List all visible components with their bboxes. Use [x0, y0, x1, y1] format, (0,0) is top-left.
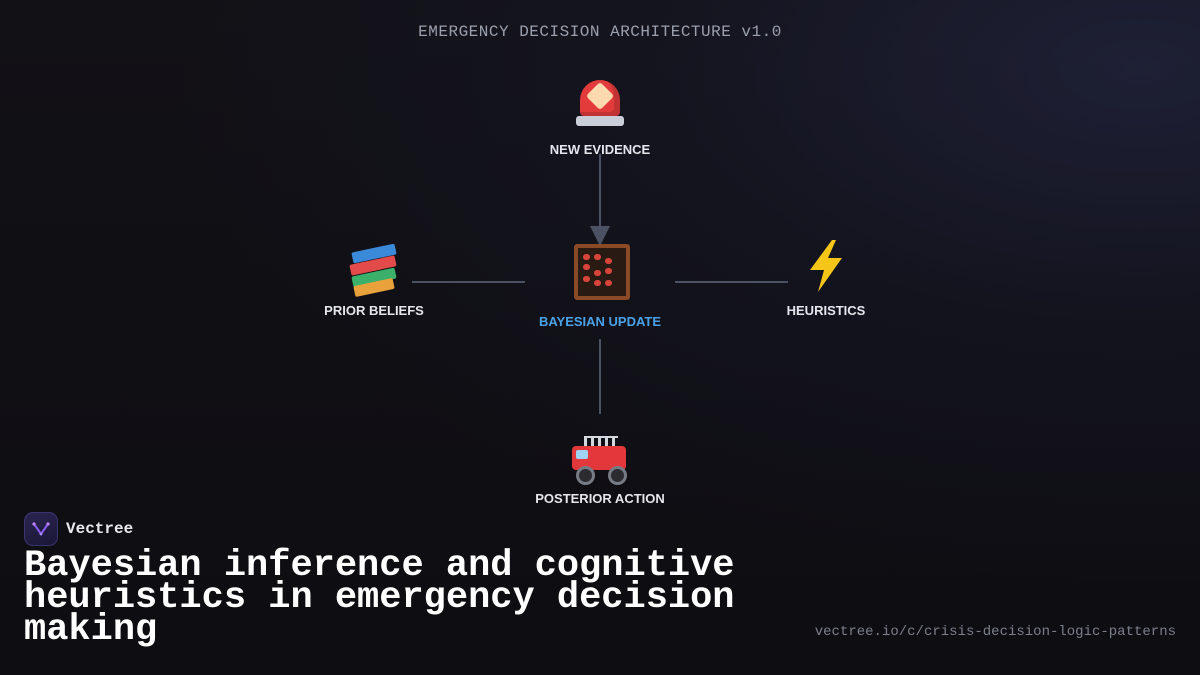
lightning-bolt-icon — [798, 238, 854, 294]
page-title: Bayesian inference and cognitive heurist… — [24, 545, 735, 651]
node-prior-beliefs: PRIOR BELIEFS — [294, 238, 454, 318]
node-label-heuristics: HEURISTICS — [786, 303, 866, 318]
books-icon — [346, 238, 402, 298]
connector-update-to-action — [599, 339, 601, 414]
brand-name: Vectree — [66, 520, 134, 538]
police-siren-icon — [572, 76, 628, 132]
connector-prior-to-update — [412, 281, 525, 283]
node-bayesian-update: BAYESIAN UPDATE — [520, 242, 680, 329]
node-heuristics: HEURISTICS — [746, 238, 906, 318]
arrowhead-down — [590, 226, 610, 246]
fire-engine-icon — [570, 428, 630, 485]
connector-evidence-to-update — [599, 154, 601, 230]
node-label-bayesian-update: BAYESIAN UPDATE — [538, 314, 662, 329]
node-posterior-action: POSTERIOR ACTION — [520, 428, 680, 506]
vectree-logo-icon — [24, 512, 58, 546]
brand: Vectree — [24, 512, 133, 546]
connector-update-to-heuristics — [675, 281, 788, 283]
node-label-new-evidence: NEW EVIDENCE — [549, 142, 651, 157]
node-label-posterior-action: POSTERIOR ACTION — [535, 491, 665, 506]
abacus-icon — [572, 242, 630, 300]
source-url[interactable]: vectree.io/c/crisis-decision-logic-patte… — [814, 624, 1176, 640]
node-label-prior-beliefs: PRIOR BELIEFS — [324, 303, 424, 318]
node-new-evidence: NEW EVIDENCE — [520, 76, 680, 157]
diagram-header-title: EMERGENCY DECISION ARCHITECTURE v1.0 — [418, 23, 782, 41]
